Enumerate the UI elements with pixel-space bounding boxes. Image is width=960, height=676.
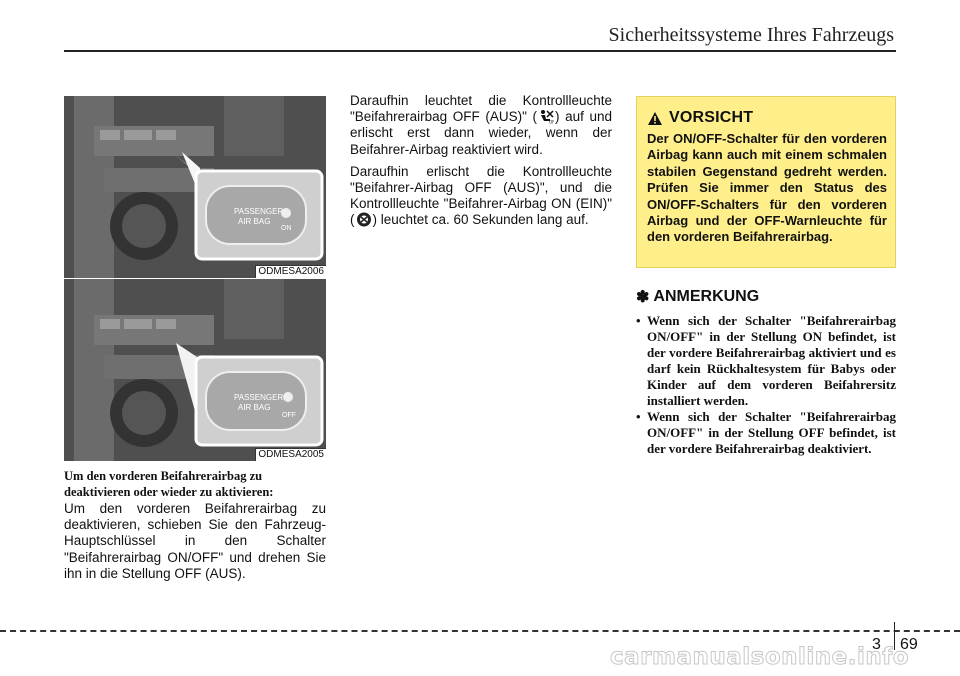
switch-label-1: PASSENGER (234, 393, 283, 402)
switch-label-1: PASSENGER (234, 207, 283, 216)
figure-caption: Um den vorderen Beifahrerairbag zu deakt… (64, 469, 274, 499)
asterisk-icon: ✽ (636, 289, 650, 306)
body-paragraph: Um den vorderen Beifahrerairbag zu deakt… (64, 501, 326, 581)
airbag-on-indicator-icon (356, 212, 371, 227)
svg-text:OFF: OFF (549, 120, 554, 125)
note-title: ANMERKUNG (653, 288, 760, 305)
chapter-number: 3 (872, 636, 881, 653)
note-heading: ✽ ANMERKUNG (636, 287, 759, 307)
footer-dashed-rule (0, 630, 960, 632)
figure-airbag-switch-on: PASSENGER AIR BAG ON ODMESA2006 (64, 96, 326, 278)
switch-state-on: ON (281, 225, 292, 232)
switch-label-2: AIR BAG (238, 403, 270, 412)
header-rule (64, 50, 896, 52)
figure-code: ODMESA2005 (255, 448, 326, 461)
page-header-title: Sicherheitssysteme Ihres Fahrzeugs (608, 24, 894, 46)
note-list: •Wenn sich der Schalter "Beifahrerairbag… (636, 313, 896, 457)
list-item: •Wenn sich der Schalter "Beifahrerairbag… (636, 409, 896, 456)
body-paragraph-indicator-on: Daraufhin erlischt die Kontrollleuchte "… (350, 163, 612, 228)
caution-title: VORSICHT (669, 109, 754, 126)
figure-code: ODMESA2006 (255, 265, 326, 278)
footer-divider (894, 622, 895, 650)
body-paragraph-indicator-off: Daraufhin leuchtet die Kontrollleuchte "… (350, 93, 612, 157)
caution-box: VORSICHT Der ON/OFF-Schalter für den vor… (636, 96, 896, 268)
warning-triangle-icon (648, 111, 662, 125)
caution-text: Der ON/OFF-Schalter für den vorderen Air… (647, 131, 887, 245)
watermark: carmanualsonline.info (609, 644, 910, 671)
list-item: •Wenn sich der Schalter "Beifahrerairbag… (636, 313, 896, 408)
switch-label-2: AIR BAG (238, 217, 270, 226)
page-number: 69 (900, 636, 918, 653)
airbag-off-indicator-icon: OFF (540, 110, 554, 125)
switch-state-off: OFF (282, 412, 296, 419)
figure-airbag-switch-off: PASSENGER AIR BAG OFF ODMESA2005 (64, 279, 326, 461)
